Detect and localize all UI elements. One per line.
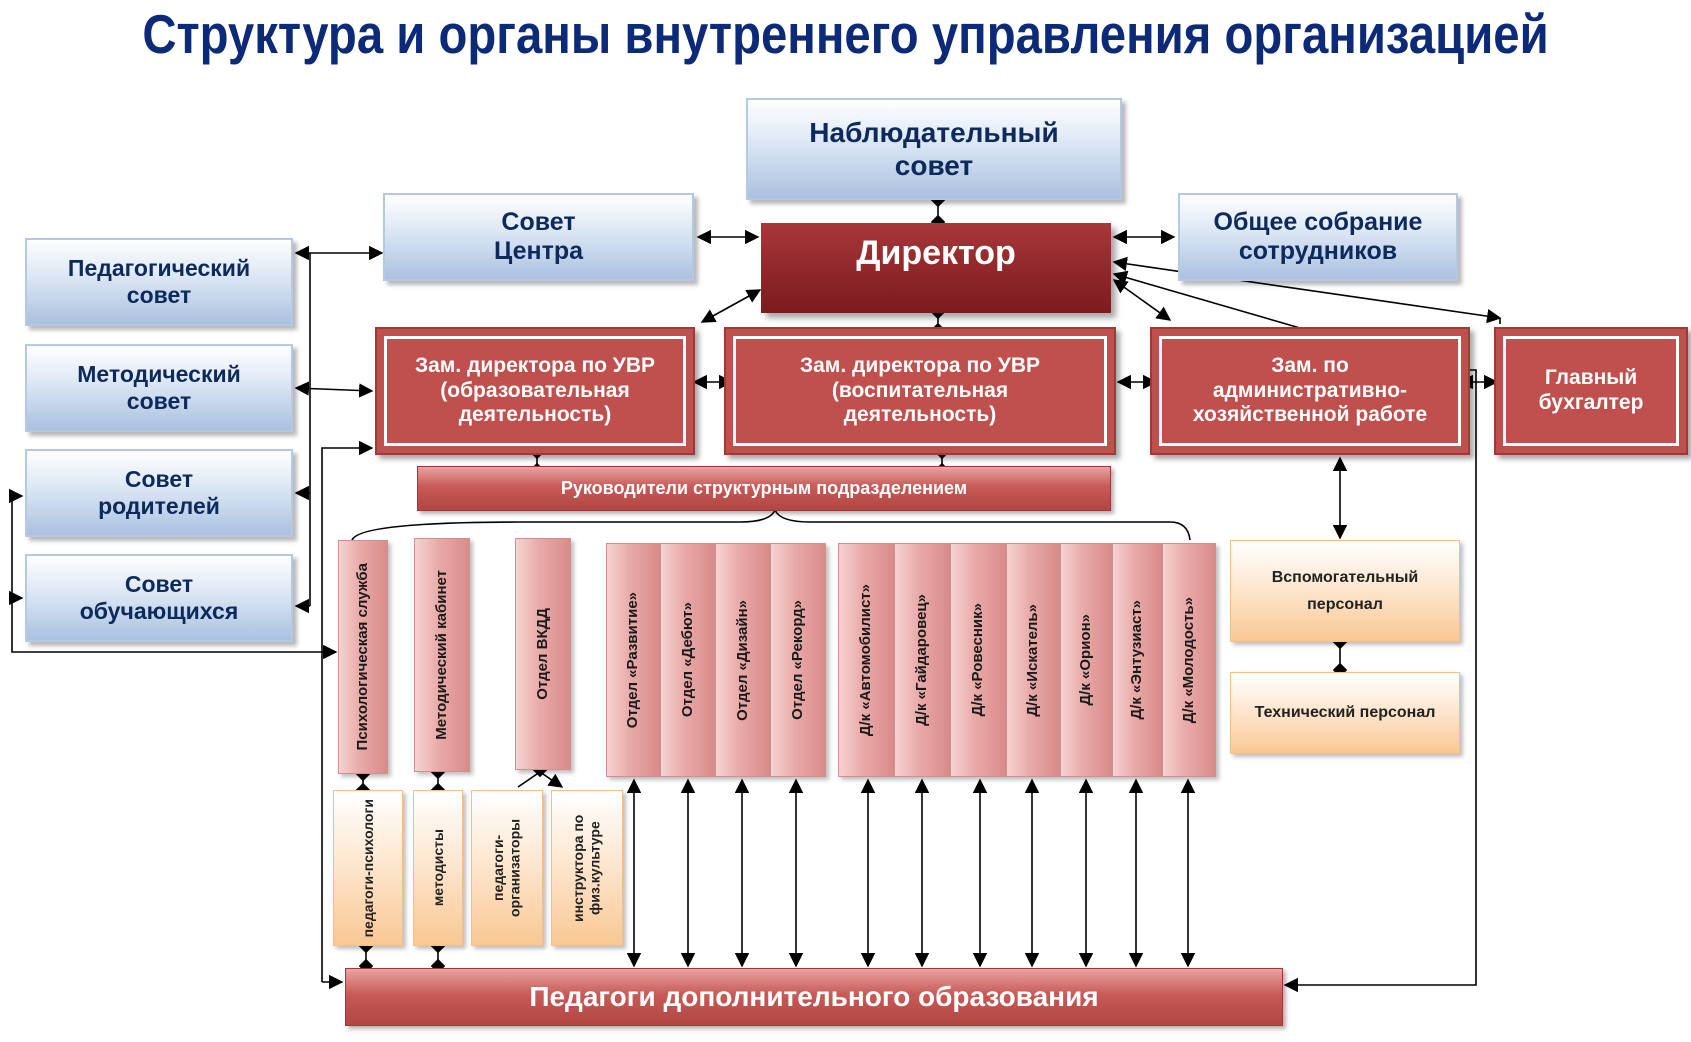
department-psychological-service: Психологическая служба <box>338 540 388 774</box>
department-methodical-office: Методический кабинет <box>414 538 470 772</box>
staff-label: методисты <box>429 829 446 907</box>
auxiliary-staff: Вспомогательный персонал <box>1230 540 1460 642</box>
club-avtomobilist: Д/к «Автомобилист» <box>838 543 894 777</box>
club-molodost: Д/к «Молодость» <box>1162 543 1216 777</box>
department-label: Д/к «Молодость» <box>1180 596 1198 724</box>
center-council: Совет Центра <box>383 193 694 281</box>
department-label: Д/к «Гайдаровец» <box>913 594 931 726</box>
department-label: Отдел «Дебют» <box>678 602 696 718</box>
parents-council: Совет родителей <box>25 449 293 537</box>
staff-pe-instructors: инструктора по физ.культуре <box>551 790 623 946</box>
deputy-uvr-education: Зам. директора по УВР (образовательная д… <box>375 327 695 455</box>
department-label: Отдел «Развитие» <box>624 591 642 729</box>
department-label: Психологическая служба <box>354 563 372 751</box>
department-label: Методический кабинет <box>433 570 451 740</box>
unit-heads-bar: Руководители структурным подразделением <box>417 466 1111 511</box>
chief-accountant-label: Главный бухгалтер <box>1538 366 1644 414</box>
club-iskatel: Д/к «Искатель» <box>1006 543 1060 777</box>
chief-accountant: Главный бухгалтер <box>1494 327 1688 455</box>
staff-label: педагоги-организаторы <box>490 818 523 918</box>
club-orion: Д/к «Орион» <box>1060 543 1112 777</box>
department-label: Д/к «Автомобилист» <box>857 583 875 737</box>
staff-label: инструктора по физ.культуре <box>570 814 603 922</box>
technical-staff: Технический персонал <box>1230 672 1460 754</box>
pedagogical-council: Педагогический совет <box>25 238 293 326</box>
department-label: Д/к «Энтузиаст» <box>1128 600 1146 720</box>
director: Директор <box>761 223 1111 313</box>
deputy-admin-label: Зам. по административно-хозяйственной ра… <box>1192 353 1428 427</box>
deputy-uvr-upbringing: Зам. директора по УВР (воспитательная де… <box>724 327 1116 455</box>
staff-organizers: педагоги-организаторы <box>471 790 543 946</box>
methodical-council: Методический совет <box>25 344 293 432</box>
department-label: Отдел «Дизайн» <box>733 599 751 721</box>
students-council: Совет обучающихся <box>25 554 293 642</box>
staff-psychologists: педагоги-психологи <box>333 790 403 946</box>
department-razvitie: Отдел «Развитие» <box>606 543 660 777</box>
club-rovesnik: Д/к «Ровесник» <box>950 543 1006 777</box>
department-dizain: Отдел «Дизайн» <box>715 543 770 777</box>
department-debut: Отдел «Дебют» <box>660 543 715 777</box>
department-label: Д/к «Искатель» <box>1024 603 1042 717</box>
department-label: Д/к «Ровесник» <box>969 603 987 717</box>
additional-education-teachers: Педагоги дополнительного образования <box>345 968 1283 1026</box>
staff-methodists: методисты <box>413 790 463 946</box>
department-label: Д/к «Орион» <box>1077 614 1095 706</box>
club-gaidarovets: Д/к «Гайдаровец» <box>894 543 950 777</box>
deputy-uvr-education-label: Зам. директора по УВР (образовательная д… <box>414 353 656 427</box>
department-vkdd: Отдел ВКДД <box>515 538 571 770</box>
club-entuziast: Д/к «Энтузиаст» <box>1112 543 1162 777</box>
deputy-admin: Зам. по административно-хозяйственной ра… <box>1150 327 1470 455</box>
department-rekord: Отдел «Рекорд» <box>770 543 826 777</box>
general-meeting: Общее собрание сотрудников <box>1178 193 1458 281</box>
supervisory-board: Наблюдательный совет <box>746 98 1122 200</box>
deputy-uvr-upbringing-label: Зам. директора по УВР (воспитательная де… <box>799 353 1041 427</box>
page-title: Структура и органы внутреннего управлени… <box>142 3 1549 65</box>
staff-label: педагоги-психологи <box>359 798 376 938</box>
department-label: Отдел «Рекорд» <box>789 600 807 720</box>
department-label: Отдел ВКДД <box>534 608 552 700</box>
